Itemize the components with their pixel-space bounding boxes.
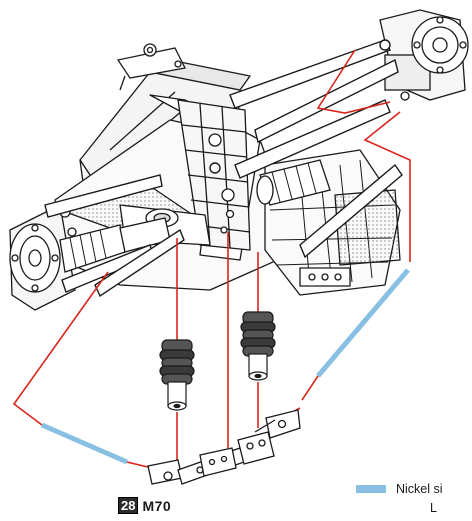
legend: Nickel si bbox=[356, 482, 443, 496]
left-drive-shaft bbox=[59, 217, 171, 273]
step-code: M70 bbox=[142, 497, 172, 514]
nickel-tube-left bbox=[41, 422, 128, 465]
legend-label: Nickel si bbox=[396, 482, 443, 496]
top-mount-bracket bbox=[116, 43, 186, 91]
legend-sub-label: L bbox=[430, 501, 437, 515]
rubber-boot-right bbox=[240, 311, 276, 381]
legend-swatch bbox=[356, 485, 386, 493]
step-indicator: 28 M70 bbox=[118, 497, 171, 514]
step-number: 28 bbox=[118, 497, 139, 514]
nickel-silver-tubes bbox=[41, 268, 410, 465]
suspension-arms bbox=[44, 39, 403, 298]
linkage-bracket bbox=[147, 409, 301, 485]
right-drive-shaft bbox=[256, 159, 331, 206]
left-upright bbox=[9, 204, 77, 311]
rubber-boot-left bbox=[159, 339, 195, 411]
right-upright bbox=[379, 9, 469, 101]
nickel-tube-right bbox=[316, 268, 410, 378]
